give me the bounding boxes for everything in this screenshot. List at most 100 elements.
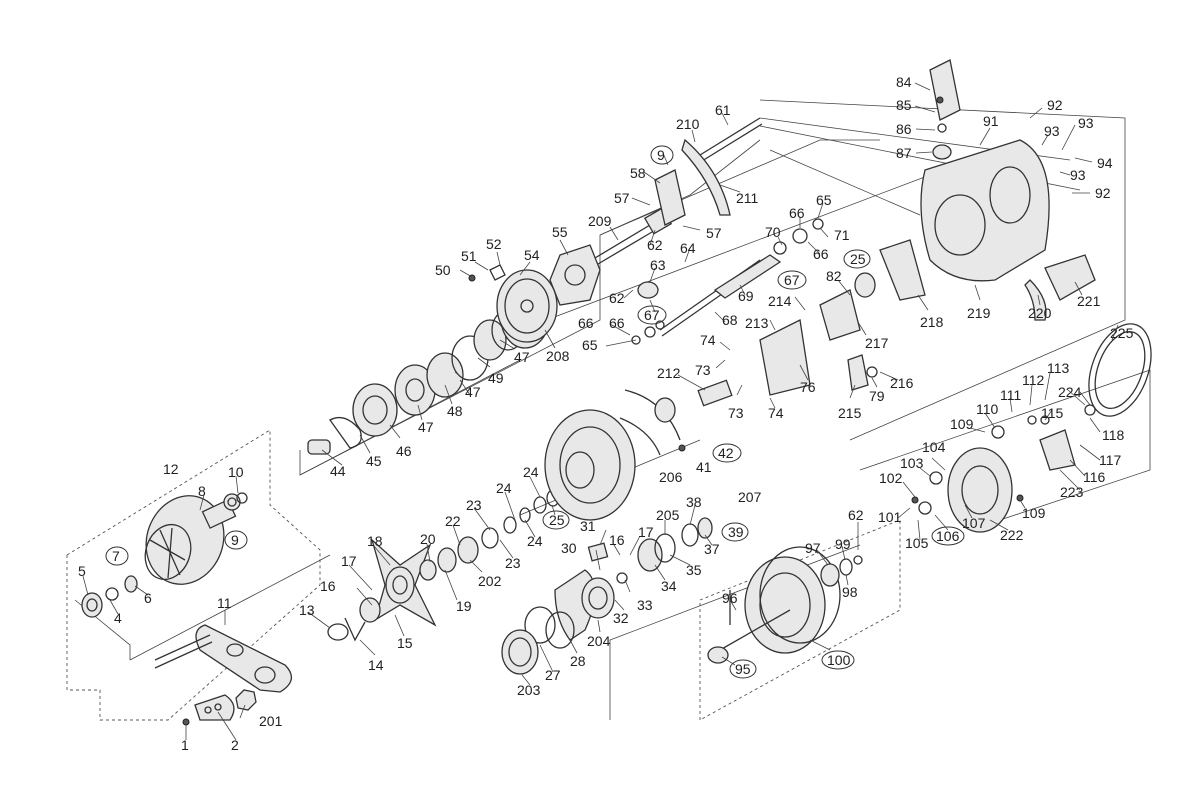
label-62c: 62 xyxy=(848,507,864,523)
label-9a: 9 xyxy=(231,532,239,548)
label-24b: 24 xyxy=(523,464,539,480)
label-211: 211 xyxy=(736,190,759,206)
label-51: 51 xyxy=(461,248,477,264)
label-57b: 57 xyxy=(706,225,722,241)
label-113: 113 xyxy=(1047,360,1070,376)
label-47b: 47 xyxy=(465,384,481,400)
label-5: 5 xyxy=(78,563,86,579)
label-216: 216 xyxy=(890,375,914,391)
label-109a: 109 xyxy=(950,416,974,432)
label-49: 49 xyxy=(488,370,504,386)
label-214: 214 xyxy=(768,293,792,309)
label-201: 201 xyxy=(259,713,283,729)
label-10: 10 xyxy=(228,464,244,480)
label-111: 111 xyxy=(1000,387,1021,403)
label-17b: 17 xyxy=(638,524,654,540)
spool-parts xyxy=(707,496,932,664)
label-93c: 93 xyxy=(1070,167,1086,183)
label-62b: 62 xyxy=(609,290,625,306)
label-223: 223 xyxy=(1060,484,1084,500)
label-212: 212 xyxy=(657,365,681,381)
label-27: 27 xyxy=(545,667,561,683)
label-85: 85 xyxy=(896,97,912,113)
label-16b: 16 xyxy=(609,532,625,548)
label-39: 39 xyxy=(728,524,744,540)
pinion-shaft-parts xyxy=(594,117,824,345)
circled-references xyxy=(105,145,965,679)
label-25a: 25 xyxy=(549,512,565,528)
label-34: 34 xyxy=(661,578,677,594)
label-100: 100 xyxy=(827,652,851,668)
label-66b: 66 xyxy=(813,246,829,262)
label-79: 79 xyxy=(869,388,885,404)
label-33: 33 xyxy=(637,597,653,613)
label-203: 203 xyxy=(517,682,541,698)
label-52: 52 xyxy=(486,236,502,252)
label-82: 82 xyxy=(826,268,842,284)
label-11: 11 xyxy=(217,595,232,611)
label-97: 97 xyxy=(805,540,821,556)
label-206: 206 xyxy=(659,469,683,485)
label-204: 204 xyxy=(587,633,611,649)
label-15: 15 xyxy=(397,635,413,651)
label-213: 213 xyxy=(745,315,769,331)
label-17a: 17 xyxy=(341,553,357,569)
label-6: 6 xyxy=(144,590,152,606)
label-73b: 73 xyxy=(728,405,744,421)
label-95: 95 xyxy=(735,661,751,677)
label-46: 46 xyxy=(396,443,412,459)
label-61: 61 xyxy=(715,102,731,118)
label-31: 31 xyxy=(580,518,596,534)
label-19: 19 xyxy=(456,598,472,614)
drag-stack-parts xyxy=(307,244,601,455)
label-118: 118 xyxy=(1102,427,1125,443)
label-110: 110 xyxy=(976,401,999,417)
label-22: 22 xyxy=(445,513,461,529)
label-109b: 109 xyxy=(1022,505,1046,521)
label-221: 221 xyxy=(1077,293,1101,309)
label-107: 107 xyxy=(962,515,986,531)
handle-parts xyxy=(81,492,292,726)
label-101: 101 xyxy=(878,509,902,525)
part-labels: 1 2 201 4 5 6 7 8 9 10 11 12 13 14 15 16… xyxy=(78,74,1134,753)
label-32: 32 xyxy=(613,610,629,626)
label-64: 64 xyxy=(680,240,696,256)
label-4: 4 xyxy=(114,610,122,626)
label-66d: 66 xyxy=(609,315,625,331)
star-drag-parts xyxy=(327,489,560,642)
label-58: 58 xyxy=(630,165,646,181)
label-225: 225 xyxy=(1110,325,1134,341)
label-74b: 74 xyxy=(768,405,784,421)
label-210: 210 xyxy=(676,116,700,132)
label-106: 106 xyxy=(936,528,960,544)
label-218: 218 xyxy=(920,314,944,330)
label-38: 38 xyxy=(686,494,702,510)
label-205: 205 xyxy=(656,507,680,523)
label-66a: 66 xyxy=(789,205,805,221)
label-25b: 25 xyxy=(850,251,866,267)
label-92b: 92 xyxy=(1095,185,1111,201)
label-102: 102 xyxy=(879,470,903,486)
label-24c: 24 xyxy=(527,533,543,549)
label-18: 18 xyxy=(367,533,383,549)
label-219: 219 xyxy=(967,305,991,321)
main-gear xyxy=(496,269,558,343)
label-66c: 66 xyxy=(578,315,594,331)
label-93b: 93 xyxy=(1078,115,1094,131)
label-45: 45 xyxy=(366,453,382,469)
label-28: 28 xyxy=(570,653,586,669)
label-14: 14 xyxy=(368,657,384,673)
label-30: 30 xyxy=(561,540,577,556)
label-215: 215 xyxy=(838,405,862,421)
label-202: 202 xyxy=(478,573,502,589)
label-103: 103 xyxy=(900,455,924,471)
label-92a: 92 xyxy=(1047,97,1063,113)
label-12: 12 xyxy=(163,461,179,477)
label-54: 54 xyxy=(524,247,540,263)
label-67a: 67 xyxy=(644,307,660,323)
label-13: 13 xyxy=(299,602,315,618)
label-9b: 9 xyxy=(657,147,665,163)
label-71: 71 xyxy=(834,227,850,243)
label-23a: 23 xyxy=(466,497,482,513)
